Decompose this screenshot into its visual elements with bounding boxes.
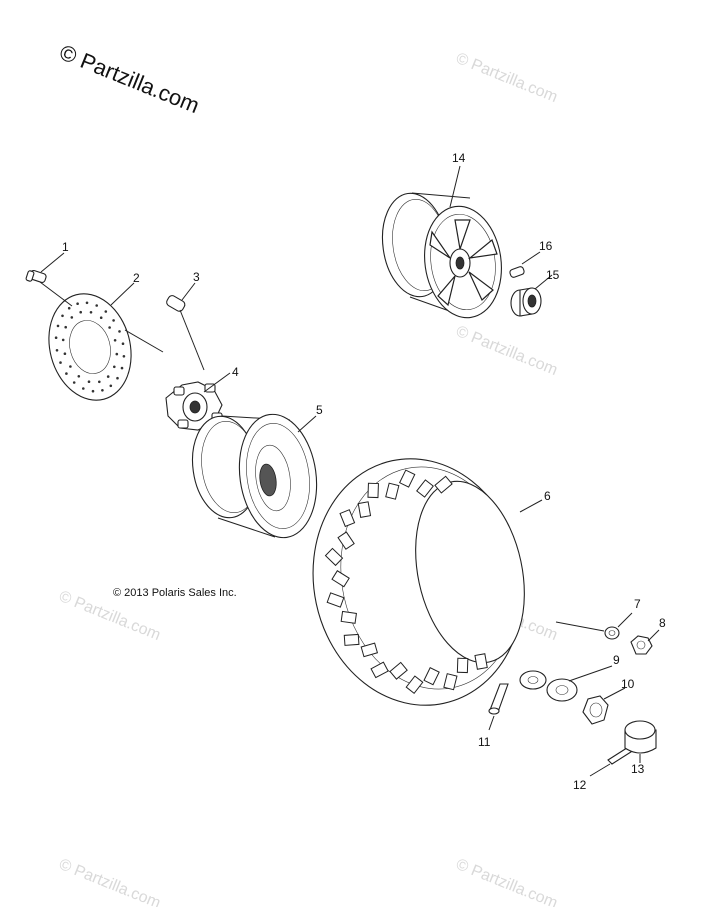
watermark-faint-1: © Partzilla.com bbox=[454, 50, 560, 106]
callout-2: 2 bbox=[133, 271, 140, 285]
part-5-wheel-rim bbox=[191, 413, 318, 539]
part-14-wheel bbox=[381, 192, 502, 319]
part-15-bearing bbox=[510, 287, 542, 317]
callout-12: 12 bbox=[573, 778, 587, 792]
callout-8: 8 bbox=[659, 616, 666, 630]
callout-labels: 1 2 3 4 5 6 7 8 9 10 11 12 13 14 15 16 bbox=[62, 151, 666, 792]
part-6-tire bbox=[312, 458, 525, 706]
callout-14: 14 bbox=[452, 151, 466, 165]
part-16-valve-stem bbox=[509, 266, 525, 278]
watermark-main: © Partzilla.com bbox=[56, 39, 203, 118]
callout-1: 1 bbox=[62, 240, 69, 254]
callout-16: 16 bbox=[539, 239, 553, 253]
copyright-text: © 2013 Polaris Sales Inc. bbox=[113, 587, 237, 599]
part-13-cap bbox=[624, 720, 657, 754]
callout-4: 4 bbox=[232, 365, 239, 379]
part-10-castle-nut bbox=[582, 695, 609, 725]
watermark-faint-2: © Partzilla.com bbox=[454, 323, 560, 379]
callout-15: 15 bbox=[546, 268, 560, 282]
part-8-nut bbox=[630, 635, 653, 655]
watermark-faint-6: © Partzilla.com bbox=[454, 856, 560, 907]
part-3-stud bbox=[166, 295, 186, 312]
callout-13: 13 bbox=[631, 762, 645, 776]
part-2-brake-disc bbox=[48, 293, 132, 401]
callout-11: 11 bbox=[478, 735, 491, 749]
callout-9: 9 bbox=[613, 653, 620, 667]
callout-10: 10 bbox=[621, 677, 635, 691]
callout-6: 6 bbox=[544, 489, 551, 503]
callout-5: 5 bbox=[316, 403, 323, 417]
watermark-faint-5: © Partzilla.com bbox=[57, 856, 163, 907]
part-9-washers bbox=[519, 670, 578, 702]
part-1-bolt bbox=[25, 269, 47, 283]
callout-7: 7 bbox=[634, 597, 641, 611]
callout-3: 3 bbox=[193, 270, 200, 284]
part-7-washer bbox=[604, 626, 620, 640]
part-11-pin bbox=[488, 683, 509, 715]
leader-lines bbox=[39, 165, 660, 777]
